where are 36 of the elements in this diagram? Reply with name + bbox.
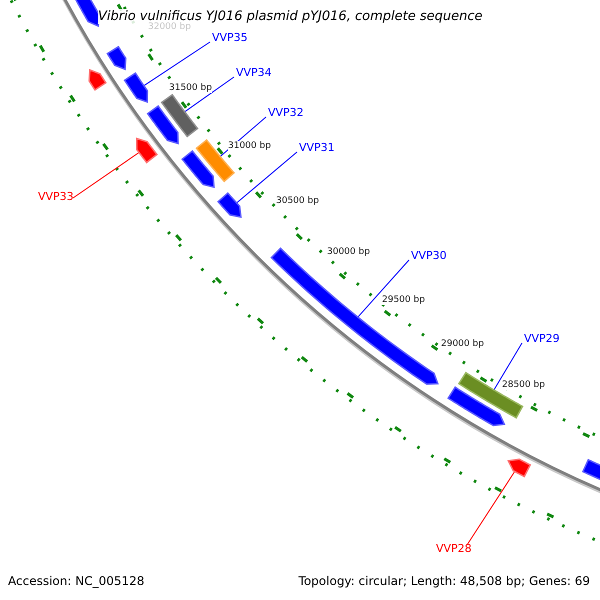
- gene-segment: [582, 458, 600, 483]
- scale-label: 30000 bp: [327, 247, 370, 257]
- gene-segment: [136, 137, 158, 164]
- gene-segment: [106, 46, 126, 70]
- leader-line: [236, 152, 298, 204]
- gene-segment: [124, 72, 148, 103]
- scale-label: 30500 bp: [276, 196, 319, 206]
- leader-line: [184, 76, 234, 112]
- gene-label: VVP32: [268, 106, 304, 119]
- gene-segment: [217, 192, 242, 218]
- gene-label: VVP34: [236, 66, 272, 79]
- scale-label: 29500 bp: [382, 295, 425, 305]
- leader-line: [357, 260, 410, 318]
- gene-label: VVP28: [436, 542, 472, 555]
- leader-line: [143, 42, 210, 86]
- gene-segment: [88, 68, 107, 91]
- gene-block: [160, 94, 199, 138]
- scale-label: 31000 bp: [228, 141, 271, 151]
- summary-text: Topology: circular; Length: 48,508 bp; Genes: 69: [298, 574, 590, 588]
- gene-segment: [447, 386, 506, 426]
- gene-label: VVP31: [299, 141, 335, 154]
- gene-label: VVP33: [38, 190, 74, 203]
- gene-segment: [146, 105, 179, 145]
- scale-label: 28500 bp: [502, 380, 545, 390]
- leader-line: [72, 152, 140, 198]
- gene-label: VVP30: [411, 249, 447, 262]
- title: Vibrio vulnificus YJ016 plasmid pYJ016, complete sequence: [98, 9, 482, 24]
- scale-label: 29000 bp: [441, 339, 484, 349]
- gene-segment: [181, 150, 215, 188]
- gene-segment: [507, 458, 532, 478]
- leader-line: [466, 471, 516, 546]
- leader-line: [493, 342, 522, 390]
- gene-label: VVP35: [212, 31, 248, 44]
- scale-label: 31500 bp: [169, 83, 212, 93]
- accession-text: Accession: NC_005128: [8, 574, 144, 588]
- gene-label: VVP29: [524, 332, 560, 345]
